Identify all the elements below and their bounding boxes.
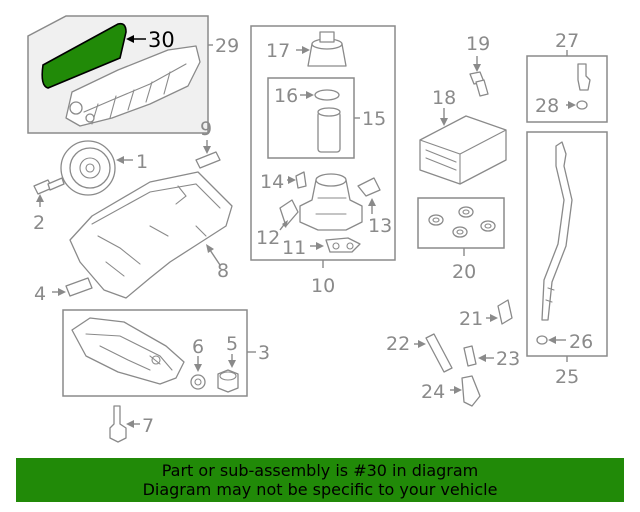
callout-30[interactable]: 30 (148, 28, 175, 52)
sensor-part-23: 23 (463, 345, 520, 370)
callout-5[interactable]: 5 (226, 333, 238, 355)
callout-2[interactable]: 2 (33, 212, 45, 234)
callout-27[interactable]: 27 (555, 30, 579, 52)
oil-pan-upper-part-8: 8 (69, 171, 233, 299)
o-ring-part-16: 16 (274, 85, 340, 107)
oil-pan-lower-part (71, 317, 185, 385)
clip-part-14: 14 (260, 171, 307, 193)
callout-8[interactable]: 8 (217, 260, 229, 282)
callout-22[interactable]: 22 (386, 333, 410, 355)
oil-cooler-part-18: 18 (419, 87, 507, 185)
group-20-box: 20 (417, 197, 505, 283)
valve-cover-part (65, 45, 201, 127)
bracket-part-13: 13 (357, 177, 392, 237)
callout-7[interactable]: 7 (142, 415, 154, 437)
group-29-panel: 30 29 (27, 15, 239, 134)
callout-16[interactable]: 16 (274, 85, 298, 107)
callout-23[interactable]: 23 (496, 348, 520, 370)
callout-21[interactable]: 21 (459, 308, 483, 330)
crank-pulley-part-1: 1 (60, 140, 148, 196)
drain-plug-part-5: 5 (217, 333, 239, 393)
callout-11[interactable]: 11 (282, 237, 306, 259)
callout-14[interactable]: 14 (260, 171, 284, 193)
callout-6[interactable]: 6 (192, 336, 204, 358)
pipe-part-22: 22 (386, 333, 453, 373)
group-3-box: 3 6 5 (62, 309, 270, 397)
callout-29[interactable]: 29 (215, 35, 239, 57)
callout-28[interactable]: 28 (535, 95, 559, 117)
sensor-part-24: 24 (421, 375, 481, 407)
seal-ring-set (428, 206, 496, 238)
filter-element-part (317, 107, 341, 153)
group-25-box: 25 26 (526, 131, 608, 388)
banner-line-1: Part or sub-assembly is #30 in diagram (161, 461, 479, 480)
bolt-part-2: 2 (33, 177, 65, 234)
dipstick-tube-part (541, 141, 573, 321)
gasket-part-11: 11 (282, 237, 361, 259)
plug-part-7: 7 (109, 405, 154, 443)
plug-part-4: 4 (34, 277, 93, 305)
callout-10[interactable]: 10 (311, 275, 335, 297)
bolt-part-19: 19 (466, 33, 490, 97)
washer-part-28: 28 (535, 95, 588, 117)
filter-cap-part-17: 17 (266, 31, 347, 67)
callout-3[interactable]: 3 (258, 342, 270, 364)
callout-9[interactable]: 9 (200, 118, 212, 140)
callout-18[interactable]: 18 (432, 87, 456, 109)
sensor-part-21: 21 (459, 299, 513, 330)
callout-17[interactable]: 17 (266, 40, 290, 62)
callout-24[interactable]: 24 (421, 381, 445, 403)
sensor-part-9: 9 (195, 118, 221, 169)
info-banner: Part or sub-assembly is #30 in diagram D… (16, 458, 624, 502)
o-ring-part-26: 26 (536, 331, 593, 353)
group-27-box: 27 28 (526, 30, 608, 123)
callout-12[interactable]: 12 (256, 227, 280, 249)
callout-26[interactable]: 26 (569, 331, 593, 353)
callout-13[interactable]: 13 (368, 215, 392, 237)
callout-25[interactable]: 25 (555, 366, 579, 388)
sensor-part (577, 63, 591, 91)
banner-line-2: Diagram may not be specific to your vehi… (142, 480, 498, 499)
callout-15[interactable]: 15 (362, 108, 386, 130)
callout-19[interactable]: 19 (466, 33, 490, 55)
callout-20[interactable]: 20 (452, 261, 476, 283)
washer-part-6: 6 (190, 336, 206, 390)
group-10-box: 10 17 15 16 (250, 25, 396, 297)
cover-gasket-part-30[interactable] (41, 22, 127, 89)
gasket-part-12: 12 (256, 199, 299, 249)
callout-1[interactable]: 1 (136, 151, 148, 173)
callout-4[interactable]: 4 (34, 283, 46, 305)
filter-housing-part (299, 173, 363, 231)
